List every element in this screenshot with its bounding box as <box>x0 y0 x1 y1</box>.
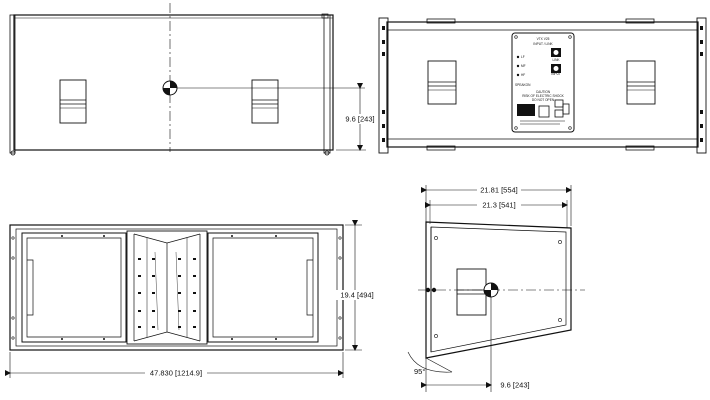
top-width-dim-label: 47.830 [1214.9] <box>150 369 202 378</box>
plate-connector-link <box>551 48 561 57</box>
rear-left-rail-holes <box>382 26 385 142</box>
side-cg-label-bg <box>492 380 536 390</box>
rear-view: VTX V25 INPUT / LINK LF MF HF SPEAKON LI… <box>378 17 707 154</box>
side-cg-dim-label: 9.6 [243] <box>500 381 529 390</box>
top-left-flange-holes <box>11 236 15 340</box>
plate-label-block <box>517 104 535 116</box>
plate-terminal-c <box>562 103 570 115</box>
front-cg-symbol <box>162 80 178 96</box>
plate-line-3: MF <box>521 64 526 68</box>
front-cabinet <box>13 14 334 151</box>
side-top-dim-label: 21.81 [554] <box>480 186 518 195</box>
front-view: 9.6 [243] <box>9 3 380 156</box>
plate-line-6: LINK <box>552 58 560 62</box>
side-inner-dim-label: 21.3 [541] <box>482 201 515 210</box>
plate-line-10: DO NOT OPEN <box>532 98 555 102</box>
plate-switch <box>538 105 550 118</box>
side-angle-leader <box>425 357 453 373</box>
plate-line-8: CAUTION <box>536 90 551 94</box>
top-depth-label-bg <box>335 290 379 300</box>
top-left-cavity <box>21 232 127 343</box>
top-inner-frame <box>15 228 338 347</box>
side-angle-arc <box>407 351 453 373</box>
top-outer-frame <box>9 224 344 351</box>
rear-right-handle <box>626 60 656 105</box>
side-cg-symbol <box>483 282 499 298</box>
top-view: 19.4 [494] 47.830 [1214.9] <box>5 220 379 378</box>
rear-clips <box>426 18 655 151</box>
side-view: 21.81 [554] 21.3 [541] <box>407 185 585 392</box>
side-top-label-bg <box>477 185 521 195</box>
plate-line-0: VTX V25 <box>537 37 550 41</box>
rear-cabinet <box>386 21 699 148</box>
front-top-clip <box>321 13 329 19</box>
top-width-label-bg <box>145 368 207 378</box>
top-right-flange-holes <box>338 236 342 340</box>
front-right-rail <box>323 14 331 154</box>
side-cabinet-outline <box>425 221 572 359</box>
front-right-foot <box>324 150 330 156</box>
front-left-handle <box>59 79 87 124</box>
side-angle-label: 95° <box>414 367 425 376</box>
rear-left-rail <box>378 17 389 154</box>
plate-terminal-b <box>554 109 564 118</box>
top-depth-dim-label: 19.4 [494] <box>340 291 373 300</box>
rear-right-rail-holes <box>700 26 703 142</box>
rear-input-plate: VTX V25 INPUT / LINK LF MF HF SPEAKON LI… <box>511 32 575 133</box>
plate-line-9: RISK OF ELECTRIC SHOCK <box>522 94 564 98</box>
front-left-foot <box>10 150 16 156</box>
plate-line-7: INPUT <box>551 72 561 76</box>
front-right-handle <box>251 79 279 124</box>
plate-line-4: HF <box>521 73 525 77</box>
front-dim-label-bg <box>340 114 380 124</box>
side-cabinet-inner <box>430 226 567 353</box>
side-mount-holes <box>425 236 562 338</box>
plate-line-1: INPUT / LINK <box>533 42 553 46</box>
plate-connector-input <box>551 64 561 73</box>
plate-line-2: LF <box>521 55 525 59</box>
top-right-cavity <box>207 232 319 343</box>
plate-terminal-a <box>554 99 564 108</box>
front-left-rail <box>9 14 16 154</box>
rear-left-handle <box>427 60 457 105</box>
front-height-dim-label: 9.6 [243] <box>345 115 374 124</box>
side-inner-label-bg <box>477 200 521 210</box>
rear-right-rail <box>696 17 707 154</box>
top-center-horn <box>126 230 208 345</box>
side-handle <box>456 268 487 316</box>
plate-line-5: SPEAKON <box>515 83 531 87</box>
